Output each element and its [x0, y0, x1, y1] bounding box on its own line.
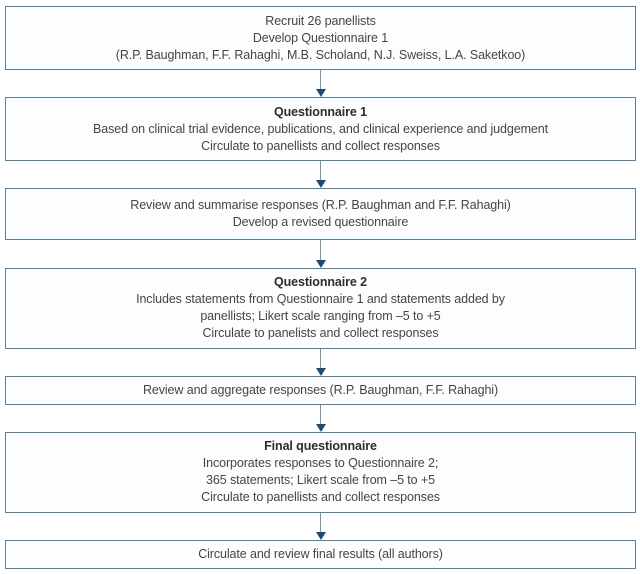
flow-box-final-results: Circulate and review final results (all …	[5, 540, 636, 570]
arrow-stem	[319, 240, 322, 261]
arrow-head-icon	[315, 89, 326, 98]
box-line: (R.P. Baughman, F.F. Rahaghi, M.B. Schol…	[115, 47, 526, 62]
down-arrow	[5, 70, 636, 98]
arrow-stem	[319, 70, 322, 91]
flow-box-recruit-panellists: Recruit 26 panellists Develop Questionna…	[5, 6, 636, 70]
flow-box-review-aggregate: Review and aggregate responses (R.P. Bau…	[5, 375, 636, 405]
down-arrow	[5, 512, 636, 541]
arrow-stem	[319, 404, 322, 425]
arrow-stem	[319, 161, 322, 182]
box-line: Circulate and review final results (all …	[198, 547, 443, 562]
box-line: Circulate to panelists and collect respo…	[202, 326, 439, 341]
box-line: Develop a revised questionnaire	[232, 215, 409, 230]
flow-box-final-questionnaire: Final questionnaire Incorporates respons…	[5, 431, 636, 513]
arrow-head-icon	[315, 180, 326, 189]
box-line: Incorporates responses to Questionnaire …	[202, 456, 439, 471]
box-line: Includes statements from Questionnaire 1…	[136, 292, 505, 307]
box-line: 365 statements; Likert scale from –5 to …	[206, 473, 435, 488]
arrow-head-icon	[315, 423, 326, 432]
box-line: Review and aggregate responses (R.P. Bau…	[142, 382, 499, 397]
box-line: Based on clinical trial evidence, public…	[93, 121, 548, 136]
arrow-stem	[319, 348, 322, 369]
down-arrow	[5, 240, 636, 268]
box-title: Final questionnaire	[264, 439, 377, 454]
down-arrow	[5, 348, 636, 376]
arrow-stem	[319, 512, 322, 534]
box-title: Questionnaire 2	[274, 275, 367, 290]
box-line: Review and summarise responses (R.P. Bau…	[130, 198, 511, 213]
down-arrow	[5, 161, 636, 189]
arrow-head-icon	[315, 259, 326, 268]
arrow-head-icon	[315, 367, 326, 376]
flow-box-questionnaire-1: Questionnaire 1 Based on clinical trial …	[5, 97, 636, 162]
box-title: Questionnaire 1	[274, 104, 367, 119]
flow-box-questionnaire-2: Questionnaire 2 Includes statements from…	[5, 267, 636, 349]
down-arrow	[5, 404, 636, 432]
box-line: Circulate to panellists and collect resp…	[201, 138, 440, 153]
flow-box-review-summarise: Review and summarise responses (R.P. Bau…	[5, 188, 636, 241]
box-line: Recruit 26 panellists	[265, 13, 376, 28]
box-line: panellists; Likert scale ranging from –5…	[200, 309, 441, 324]
box-line: Circulate to panellists and collect resp…	[201, 490, 440, 505]
arrow-head-icon	[315, 532, 326, 541]
box-line: Develop Questionnaire 1	[252, 30, 389, 45]
